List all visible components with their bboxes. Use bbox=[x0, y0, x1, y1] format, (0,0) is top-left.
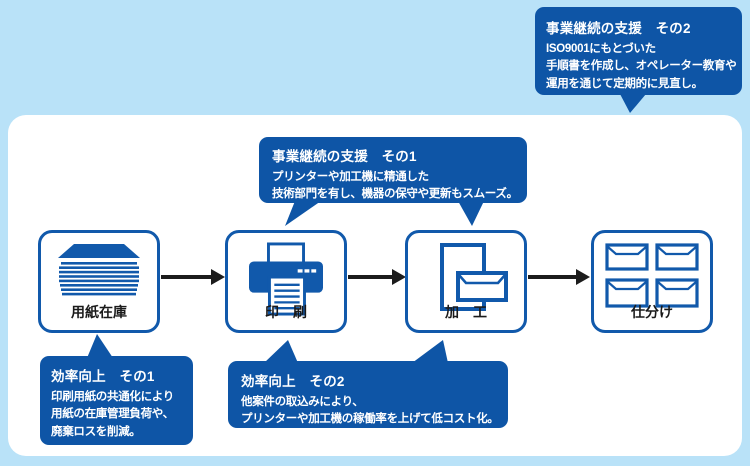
callout-text-line: 運用を通じて定期的に見直し。 bbox=[546, 77, 703, 90]
callout-text-line: 他案件の取込みにより、 bbox=[241, 396, 364, 408]
processing-icon bbox=[408, 242, 524, 316]
callout-text-line: 廃棄ロスを削減。 bbox=[51, 425, 141, 438]
callout-text-line: 手順書を作成し、オペレーター教育や bbox=[546, 60, 737, 73]
flow-step-label: 加 工 bbox=[445, 304, 487, 320]
flow-step-printing: 印 刷 bbox=[225, 230, 347, 333]
callout-business-continuity-2: 事業継続の支援 その2 ISO9001にもとづいた 手順書を作成し、オペレーター… bbox=[535, 7, 742, 95]
callout-tail bbox=[620, 94, 646, 113]
flow-step-paper-stock: 用紙在庫 bbox=[38, 230, 160, 333]
callout-tail bbox=[87, 334, 113, 358]
flow-step-sorting: 仕分け bbox=[591, 230, 713, 333]
callout-tail bbox=[285, 201, 321, 226]
flow-step-label: 用紙在庫 bbox=[71, 304, 127, 320]
callout-title: 事業継続の支援 その2 bbox=[546, 21, 691, 36]
callout-text-line: プリンターや加工機の稼働率を上げて低コスト化。 bbox=[241, 413, 499, 426]
sorting-icon bbox=[594, 242, 710, 310]
callout-tail bbox=[458, 201, 484, 226]
callout-efficiency-2: 効率向上 その2 他案件の取込みにより、 プリンターや加工機の稼働率を上げて低コ… bbox=[228, 361, 508, 428]
callout-title: 効率向上 その1 bbox=[51, 369, 155, 384]
flow-step-label: 仕分け bbox=[631, 304, 673, 320]
callout-title: 事業継続の支援 その1 bbox=[272, 149, 417, 164]
callout-text-line: 技術部門を有し、機器の保守や更新もスムーズ。 bbox=[272, 188, 518, 201]
callout-efficiency-1: 効率向上 その1 印刷用紙の共通化により 用紙の在庫管理負荷や、 廃棄ロスを削減… bbox=[40, 356, 193, 445]
callout-tail bbox=[412, 340, 448, 363]
callout-text-line: 用紙の在庫管理負荷や、 bbox=[51, 408, 174, 421]
callout-tail bbox=[264, 340, 298, 363]
flow-arrow bbox=[161, 269, 225, 285]
flow-arrow bbox=[348, 269, 406, 285]
callout-text-line: ISO9001にもとづいた bbox=[546, 43, 656, 55]
callout-text-line: プリンターや加工機に精通した bbox=[272, 171, 429, 183]
flow-arrow bbox=[528, 269, 590, 285]
flow-step-label: 印 刷 bbox=[265, 304, 307, 320]
printer-icon bbox=[228, 242, 344, 316]
callout-title: 効率向上 その2 bbox=[241, 374, 345, 389]
flow-step-processing: 加 工 bbox=[405, 230, 527, 333]
paper-stack-icon bbox=[41, 242, 157, 302]
callout-business-continuity-1: 事業継続の支援 その1 プリンターや加工機に精通した 技術部門を有し、機器の保守… bbox=[259, 137, 527, 203]
callout-text-line: 印刷用紙の共通化により bbox=[51, 391, 174, 403]
